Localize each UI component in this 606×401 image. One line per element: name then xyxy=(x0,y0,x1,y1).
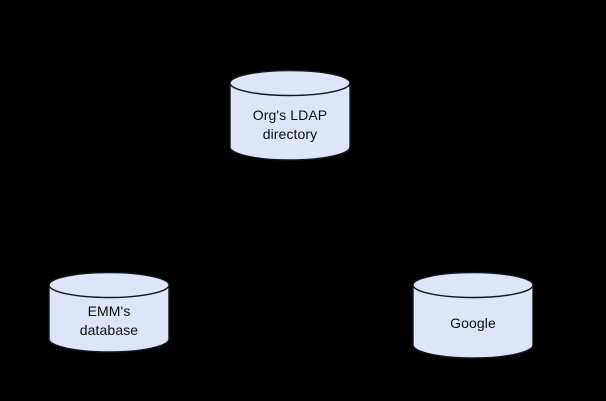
database-cylinder-icon xyxy=(48,271,170,353)
database-cylinder-icon xyxy=(229,69,351,161)
database-cylinder-icon xyxy=(412,271,534,359)
node-emm-database[interactable]: EMM's database xyxy=(48,271,170,353)
node-google[interactable]: Google xyxy=(412,271,534,359)
node-ldap-directory[interactable]: Org's LDAP directory xyxy=(229,69,351,161)
